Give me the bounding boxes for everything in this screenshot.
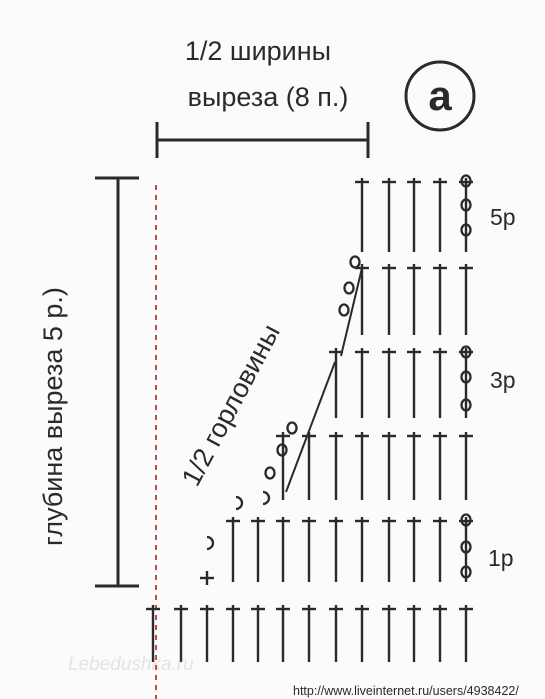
chain-stitch-symbol <box>460 513 472 527</box>
chain-stitch-symbol <box>460 540 472 554</box>
arc-symbol <box>262 490 271 506</box>
double-crochet-symbol <box>355 348 369 418</box>
double-crochet-symbol <box>407 264 421 335</box>
double-crochet-symbol <box>382 264 396 335</box>
double-crochet-symbol <box>433 178 447 252</box>
double-crochet-symbol <box>200 605 214 662</box>
double-crochet-symbol <box>302 605 316 662</box>
double-crochet-symbol <box>382 432 396 500</box>
part-badge: a <box>428 72 452 119</box>
double-crochet-symbol <box>459 605 473 662</box>
double-crochet-symbol <box>459 178 473 252</box>
double-crochet-symbol <box>382 605 396 662</box>
chain-stitch-symbol <box>286 421 298 435</box>
double-crochet-symbol <box>433 264 447 335</box>
neckline-label: 1/2 горловины <box>176 319 286 490</box>
double-crochet-symbol <box>276 432 290 500</box>
chain-stitch-symbol <box>460 198 472 212</box>
stitch-grid <box>146 174 473 662</box>
double-crochet-symbol <box>276 517 290 582</box>
arc-symbol <box>235 495 244 511</box>
double-crochet-symbol <box>174 605 188 662</box>
double-crochet-symbol <box>226 605 240 662</box>
double-crochet-symbol <box>433 432 447 500</box>
chain-stitch-symbol <box>460 345 472 359</box>
double-crochet-symbol <box>407 432 421 500</box>
double-crochet-symbol <box>329 432 343 500</box>
chain-stitch-symbol <box>460 398 472 412</box>
double-crochet-symbol <box>407 348 421 418</box>
chain-stitch-symbol <box>276 443 288 457</box>
double-crochet-symbol <box>329 348 343 418</box>
double-crochet-symbol <box>407 605 421 662</box>
width-label-line2: выреза (8 п.) <box>188 82 349 112</box>
double-crochet-symbol <box>251 605 265 662</box>
double-crochet-symbol <box>355 605 369 662</box>
double-crochet-symbol <box>407 517 421 582</box>
chain-stitch-symbol <box>338 303 350 317</box>
double-crochet-symbol <box>433 517 447 582</box>
chain-stitch-symbol <box>460 174 472 188</box>
double-crochet-symbol <box>226 517 240 582</box>
depth-dimension-bracket <box>95 176 139 588</box>
neckline-decrease-line <box>285 361 336 493</box>
neckline-decrease-line <box>340 267 363 357</box>
source-url: http://www.liveinternet.ru/users/4938422… <box>293 684 519 698</box>
double-crochet-symbol <box>459 432 473 500</box>
chain-stitch-symbol <box>349 255 361 269</box>
double-crochet-symbol <box>329 605 343 662</box>
double-crochet-symbol <box>146 605 160 662</box>
chain-stitch-symbol <box>264 466 276 480</box>
double-crochet-symbol <box>382 348 396 418</box>
depth-label: глубина выреза 5 р.) <box>38 287 68 546</box>
double-crochet-symbol <box>302 517 316 582</box>
arc-symbol <box>206 535 215 551</box>
double-crochet-symbol <box>382 178 396 252</box>
double-crochet-symbol <box>407 178 421 252</box>
row-label-5: 5р <box>490 204 516 230</box>
double-crochet-symbol <box>355 264 369 335</box>
double-crochet-symbol <box>302 432 316 500</box>
row-label-1: 1р <box>488 545 514 571</box>
double-crochet-symbol <box>355 432 369 500</box>
chain-stitch-symbol <box>343 281 355 295</box>
double-crochet-symbol <box>276 605 290 662</box>
width-dimension-bracket <box>155 122 370 158</box>
double-crochet-symbol <box>433 348 447 418</box>
double-crochet-symbol <box>355 517 369 582</box>
double-crochet-symbol <box>329 517 343 582</box>
part-badge-circle <box>404 60 476 132</box>
single-crochet-symbol <box>200 571 214 585</box>
double-crochet-symbol <box>382 517 396 582</box>
row-label-3: 3р <box>490 367 516 393</box>
double-crochet-symbol <box>251 517 265 582</box>
double-crochet-symbol <box>459 264 473 335</box>
double-crochet-symbol <box>355 178 369 252</box>
double-crochet-symbol <box>433 605 447 662</box>
chain-stitch-symbol <box>460 223 472 237</box>
chain-stitch-symbol <box>460 370 472 384</box>
width-label-line1: 1/2 ширины <box>185 36 331 66</box>
watermark: Lebedushka.ru <box>68 654 194 675</box>
chain-stitch-symbol <box>460 565 472 579</box>
